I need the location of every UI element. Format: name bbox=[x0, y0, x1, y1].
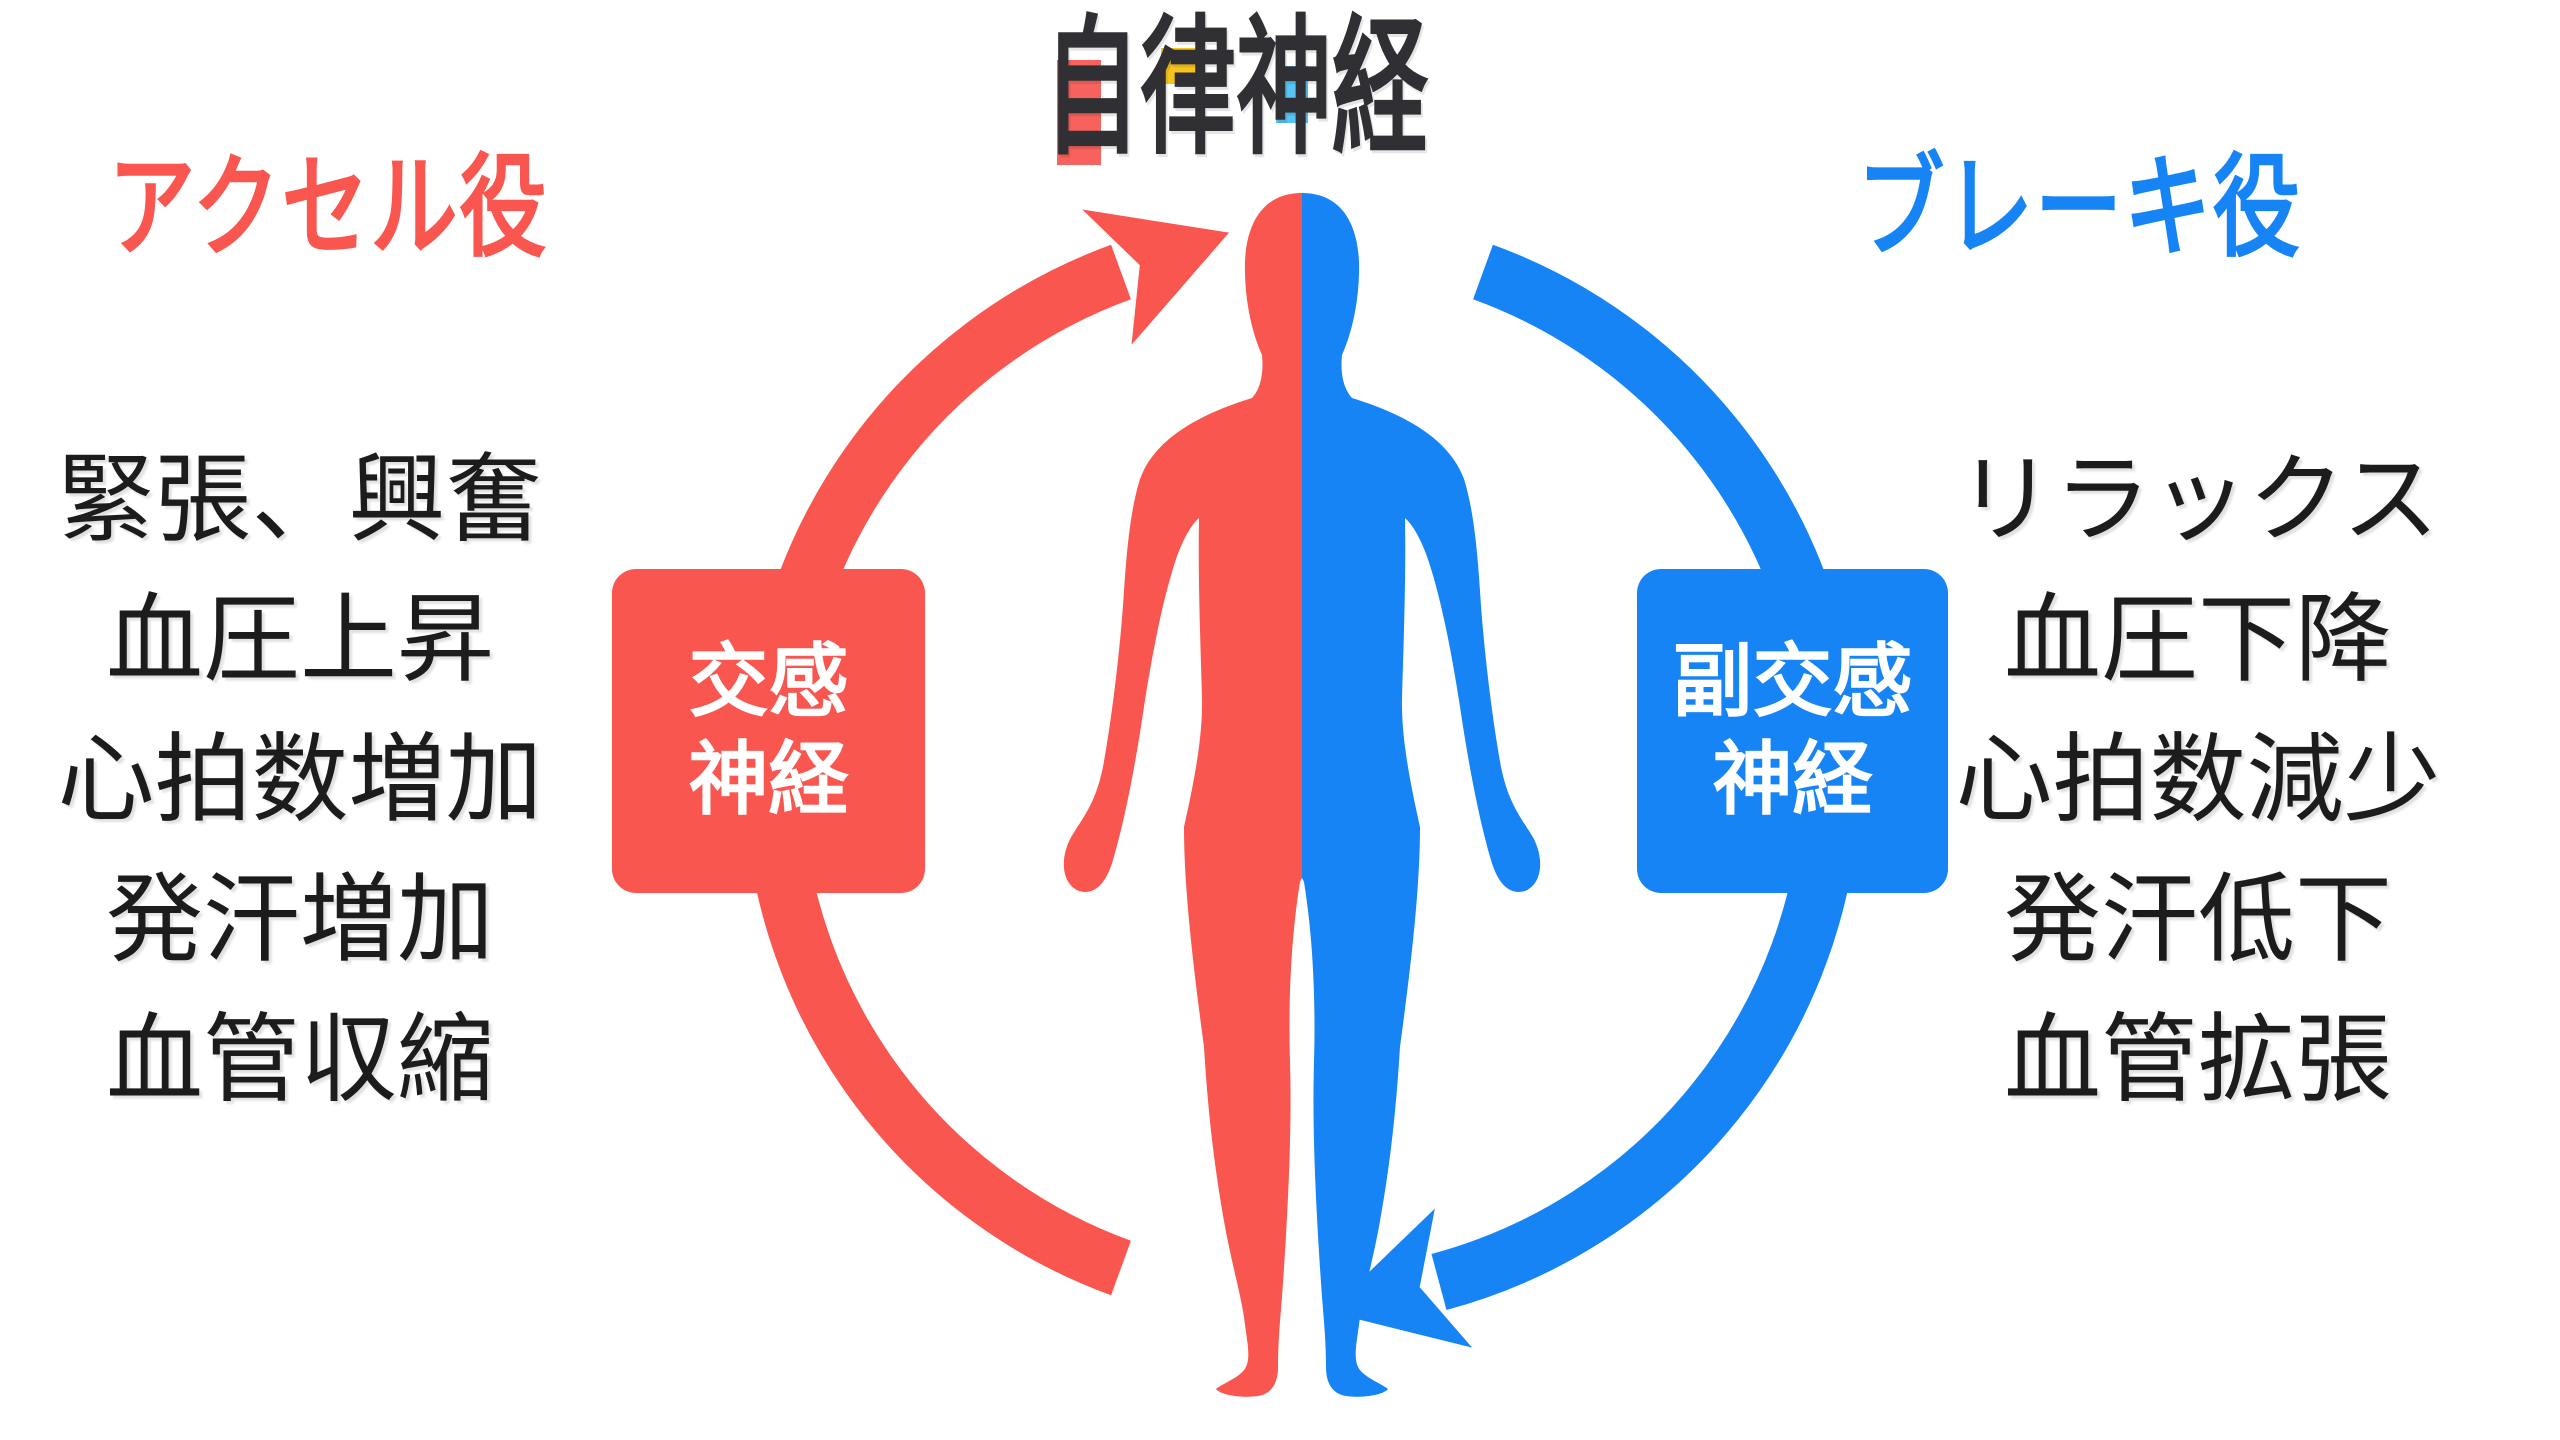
effect-item: 血圧下降 bbox=[2004, 585, 2392, 694]
brake-role-label: ブレーキ役 bbox=[1857, 145, 2302, 270]
title-accent-lightblue-block bbox=[1276, 66, 1308, 123]
effect-item: 緊張、興奮 bbox=[57, 445, 543, 554]
page-title: 自律神経 bbox=[1044, 4, 1429, 172]
effect-item: 血圧上昇 bbox=[106, 585, 494, 694]
effect-item: 発汗増加 bbox=[106, 865, 494, 974]
accelerator-role-label: アクセル役 bbox=[108, 145, 549, 270]
effect-item: 発汗低下 bbox=[2004, 865, 2392, 974]
effect-item: 心拍数減少 bbox=[1955, 725, 2441, 834]
body-silhouette bbox=[1063, 193, 1541, 1397]
parasympathetic-effects-list: リラックス 血圧下降 心拍数減少 発汗低下 血管拡張 bbox=[1933, 430, 2463, 1130]
sympathetic-nerve-box-line2: 神経 bbox=[688, 735, 849, 824]
sympathetic-nerve-box: 交感 神経 bbox=[612, 569, 925, 893]
title-accent-yellow-block bbox=[1161, 48, 1199, 84]
effect-item: 血管収縮 bbox=[106, 1005, 494, 1114]
parasympathetic-nerve-box-line2: 神経 bbox=[1712, 735, 1873, 824]
parasympathetic-nerve-box: 副交感 神経 bbox=[1637, 569, 1948, 893]
effect-item: 心拍数増加 bbox=[57, 725, 543, 834]
parasympathetic-nerve-box-line1: 副交感 bbox=[1672, 637, 1913, 726]
body-left-half bbox=[1063, 193, 1302, 1397]
effect-item: リラックス bbox=[1956, 445, 2440, 554]
body-right-half bbox=[1302, 193, 1541, 1397]
effect-item: 血管拡張 bbox=[2004, 1005, 2392, 1114]
sympathetic-nerve-box-line1: 交感 bbox=[688, 637, 849, 726]
sympathetic-effects-list: 緊張、興奮 血圧上昇 心拍数増加 発汗増加 血管収縮 bbox=[35, 430, 565, 1130]
title-accent-red-block bbox=[1057, 60, 1101, 165]
